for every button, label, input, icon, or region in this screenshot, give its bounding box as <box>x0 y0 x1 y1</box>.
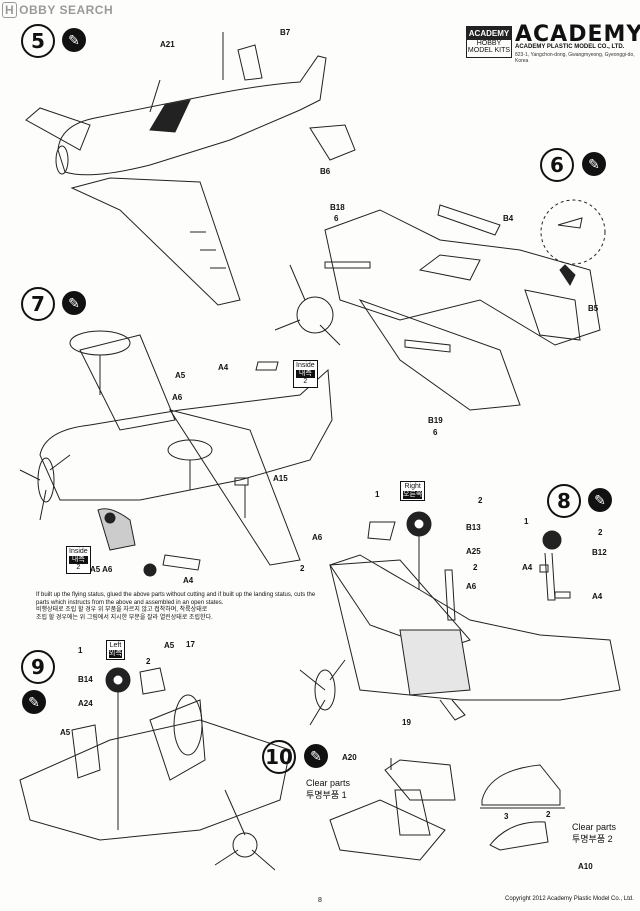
cutting-note-kr-2: 조립 할 경우에는 위 그림에서 지시한 부분을 잘라 열린상태로 조립한다. <box>36 614 213 621</box>
left-tag-en: Left <box>109 642 122 649</box>
part-label: B12 <box>592 548 607 557</box>
count-badge: 2 <box>546 810 551 819</box>
part-label: B4 <box>503 214 514 223</box>
part-label: B6 <box>320 167 331 176</box>
count-badge: 2 <box>478 496 483 505</box>
glue-icon: ✎ <box>62 28 86 52</box>
part-label: B13 <box>466 523 481 532</box>
page-number: 8 <box>318 897 322 904</box>
step-6-number: 6 <box>540 148 574 182</box>
brand-box-sub: HOBBY MODEL KITS <box>467 40 511 54</box>
clear-parts-1-en: Clear parts <box>306 778 351 788</box>
part-label: A4 <box>183 576 194 585</box>
cutting-note: If built up the flying status, glued the… <box>36 592 316 622</box>
right-tag-kr: 오른쪽 <box>403 491 423 499</box>
inside-tag-en: Inside <box>69 548 88 555</box>
part-label: A5 <box>164 641 175 650</box>
step-8-number: 8 <box>547 484 581 518</box>
inside-tag-kr: 내측 <box>69 556 88 564</box>
count-badge: 6 <box>334 214 339 223</box>
part-label: A6 <box>172 393 183 402</box>
inside-tag-kr: 내측 <box>296 370 315 378</box>
cutting-note-en: If built up the flying status, glued the… <box>36 592 316 606</box>
part-label: B14 <box>78 675 93 684</box>
part-label: B7 <box>280 28 291 37</box>
clear-parts-1: Clear parts 투명부품 1 <box>306 778 350 801</box>
part-label: B5 <box>588 304 599 313</box>
count-badge: 19 <box>402 718 411 727</box>
count-badge: 1 <box>78 646 83 655</box>
step-9-number: 9 <box>21 650 55 684</box>
count-badge: 3 <box>504 812 509 821</box>
brand-company: ACADEMY PLASTIC MODEL CO., LTD. <box>515 44 625 50</box>
inside-tag-en: Inside <box>296 362 315 369</box>
glue-icon: ✎ <box>62 291 86 315</box>
clear-parts-1-kr: 투명부품 1 <box>306 790 347 800</box>
watermark-badge: H <box>2 2 18 18</box>
brand-name: ACADEMY <box>515 22 640 47</box>
part-label: A21 <box>160 40 175 49</box>
part-label: A15 <box>273 474 288 483</box>
part-label: A20 <box>342 753 357 762</box>
cutting-note-kr-1: 비행상태로 조립 할 경우 위 부품을 자르지 않고 접착하며, 착륙상태로 <box>36 607 208 613</box>
count-badge: 1 <box>375 490 380 499</box>
part-label: A5 <box>175 371 186 380</box>
brand-box-label: ACADEMY <box>467 27 511 40</box>
step10-canopy <box>329 758 565 861</box>
part-label: A24 <box>78 699 93 708</box>
left-tag-kr: 외측 <box>109 650 122 658</box>
part-label: B18 <box>330 203 345 212</box>
part-label: A4 <box>592 592 603 601</box>
copyright: Copyright 2012 Academy Plastic Model Co.… <box>505 896 634 902</box>
step8-aircraft <box>299 511 621 726</box>
part-label: A6 <box>312 533 323 542</box>
brand-address: 823-1, Yangchon-dong, Gwangmyeong, Gyeon… <box>515 52 635 64</box>
count-badge: 17 <box>186 640 195 649</box>
part-label: A4 <box>218 363 229 372</box>
inside-tag-num: 2 <box>303 378 308 385</box>
count-badge: 2 <box>300 564 305 573</box>
clear-parts-2: Clear parts 투명부품 2 <box>572 822 616 845</box>
right-tag-en: Right <box>404 483 421 490</box>
step-7-number: 7 <box>21 287 55 321</box>
part-label: A4 <box>522 563 533 572</box>
count-badge: 2 <box>473 563 478 572</box>
count-badge: 6 <box>433 428 438 437</box>
glue-icon: ✎ <box>22 690 46 714</box>
glue-icon: ✎ <box>588 488 612 512</box>
count-badge: 2 <box>146 657 151 666</box>
part-label: A10 <box>578 862 593 871</box>
clear-parts-2-kr: 투명부품 2 <box>572 834 613 844</box>
step-5-number: 5 <box>21 24 55 58</box>
glue-icon: ✎ <box>304 744 328 768</box>
step9-aircraft <box>19 667 291 871</box>
step-10-number: 10 <box>262 740 296 774</box>
part-label: A5 A6 <box>90 565 113 574</box>
step6-aircraft <box>274 199 606 411</box>
part-label: B19 <box>428 416 443 425</box>
inside-tag-num: 2 <box>76 564 81 571</box>
count-badge: 2 <box>598 528 603 537</box>
part-label: A6 <box>466 582 477 591</box>
glue-icon: ✎ <box>582 152 606 176</box>
watermark-text: OBBY SEARCH <box>19 3 114 17</box>
part-label: A25 <box>466 547 481 556</box>
step7-aircraft <box>19 330 333 577</box>
count-badge: 1 <box>524 517 529 526</box>
part-label: A5 <box>60 728 71 737</box>
step5-aircraft <box>25 32 356 306</box>
clear-parts-2-en: Clear parts <box>572 822 617 832</box>
